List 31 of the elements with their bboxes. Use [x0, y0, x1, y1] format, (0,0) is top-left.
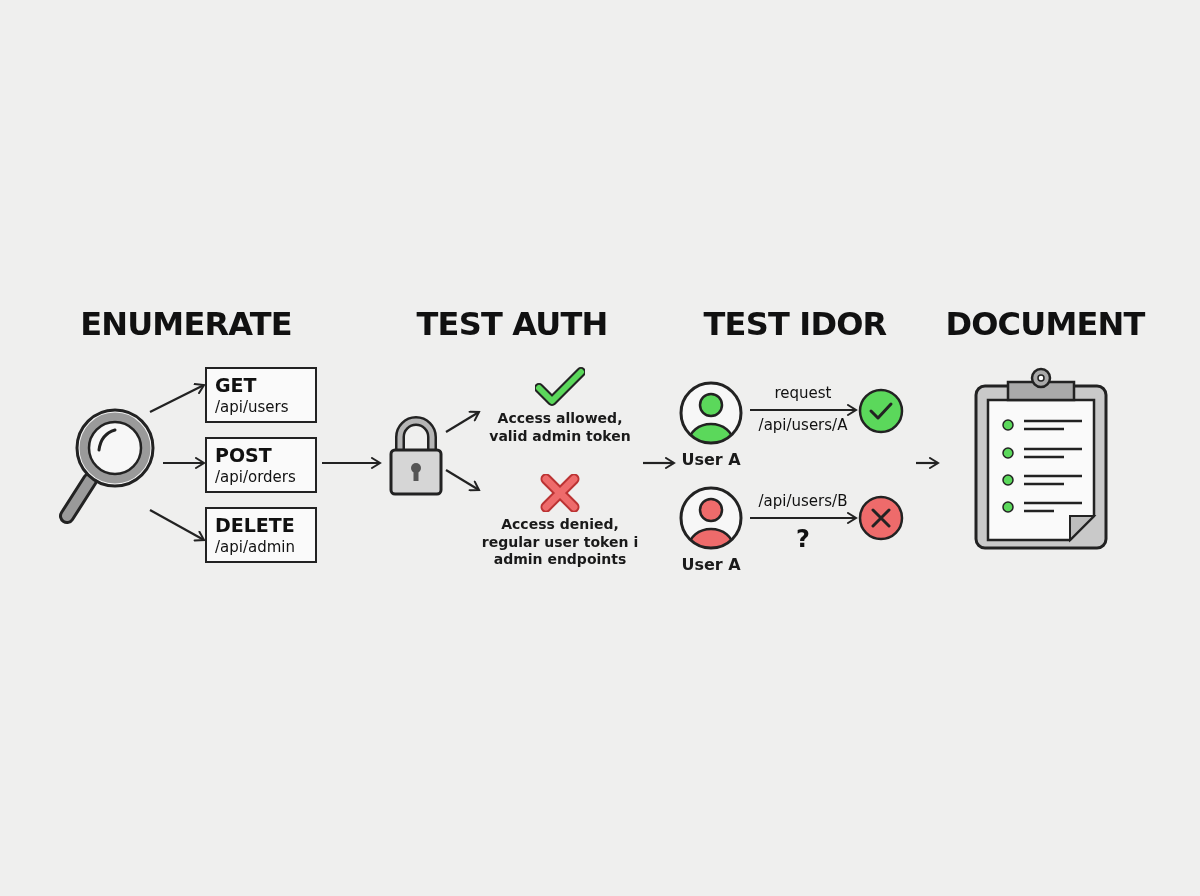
arrow [643, 457, 675, 469]
stage-heading: DOCUMENT [944, 308, 1147, 340]
user-label: User A [680, 555, 742, 575]
arrow [149, 509, 205, 542]
endpoint-path: /api/users/A [757, 416, 849, 435]
question-mark: ? [795, 524, 811, 554]
result-caption: Access allowed, valid admin token [488, 410, 632, 445]
arrow [445, 410, 480, 433]
edge-label: request [773, 384, 833, 403]
http-method: DELETE [215, 513, 296, 538]
endpoint-path: /api/orders [215, 467, 297, 487]
http-method: POST [215, 443, 273, 468]
arrow [149, 383, 205, 413]
endpoint-box [205, 367, 317, 423]
arrow [322, 457, 381, 469]
arrow [916, 457, 939, 469]
stage-heading: TEST IDOR [702, 308, 888, 340]
user-label: User A [680, 450, 742, 470]
result-caption: Access denied, regular user token i admin endpoints [480, 516, 640, 569]
endpoint-box [205, 437, 317, 493]
arrow [750, 404, 857, 416]
stage-heading: TEST AUTH [415, 308, 609, 340]
endpoint-box [205, 507, 317, 563]
http-method: GET [215, 373, 258, 398]
stage-heading: ENUMERATE [79, 308, 293, 340]
arrow [750, 512, 857, 524]
arrow [163, 457, 205, 469]
endpoint-path: /api/users [215, 397, 290, 417]
edge-label: /api/users/B [757, 492, 849, 511]
endpoint-path: /api/admin [215, 537, 296, 557]
arrow [445, 469, 480, 492]
